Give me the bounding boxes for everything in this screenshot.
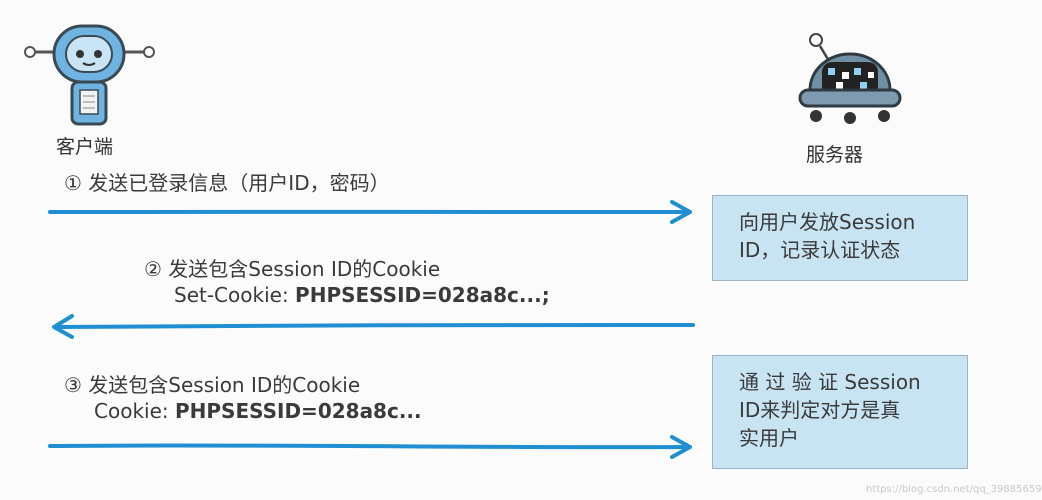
step-3-arrow	[48, 435, 692, 459]
step-2-header-value: PHPSESSID=028a8c...;	[295, 283, 550, 307]
step-1-arrow	[48, 200, 692, 224]
step-3-title: 发送包含Session ID的Cookie	[88, 373, 361, 397]
robot-client-icon	[24, 24, 155, 126]
server-label: 服务器	[806, 144, 864, 166]
step-2-arrow	[52, 314, 695, 339]
robot-server-icon	[798, 33, 902, 124]
client-label: 客户端	[56, 136, 114, 158]
server-note-2-line-1: 通 过 验 证 Session	[739, 370, 921, 394]
step-3-header-value: PHPSESSID=028a8c...	[174, 399, 422, 423]
step-2-label: ② 发送包含Session ID的Cookie Set-Cookie: PHPS…	[144, 256, 550, 308]
server-note-2-line-2: ID来判定对方是真	[739, 398, 901, 422]
server-note-2: 通 过 验 证 Session ID来判定对方是真 实用户	[712, 355, 968, 469]
server-note-1-line-1: 向用户发放Session	[739, 210, 916, 234]
step-3-marker: ③	[64, 373, 82, 397]
step-2-header-name: Set-Cookie:	[174, 283, 296, 307]
server-note-1: 向用户发放Session ID，记录认证状态	[712, 195, 968, 281]
step-3-label: ③ 发送包含Session ID的Cookie Cookie: PHPSESSI…	[64, 372, 422, 424]
step-1-marker: ①	[64, 171, 82, 195]
server-note-2-line-3: 实用户	[739, 426, 799, 450]
watermark: https://blog.csdn.net/qq_39885659	[866, 484, 1042, 495]
step-2-title: 发送包含Session ID的Cookie	[168, 257, 441, 281]
server-note-1-line-2: ID，记录认证状态	[739, 238, 901, 262]
step-2-marker: ②	[144, 257, 162, 281]
step-1-label: ① 发送已登录信息（用户ID，密码）	[64, 170, 390, 196]
step-3-header-name: Cookie:	[94, 399, 175, 423]
step-1-title: 发送已登录信息（用户ID，密码）	[88, 171, 390, 195]
